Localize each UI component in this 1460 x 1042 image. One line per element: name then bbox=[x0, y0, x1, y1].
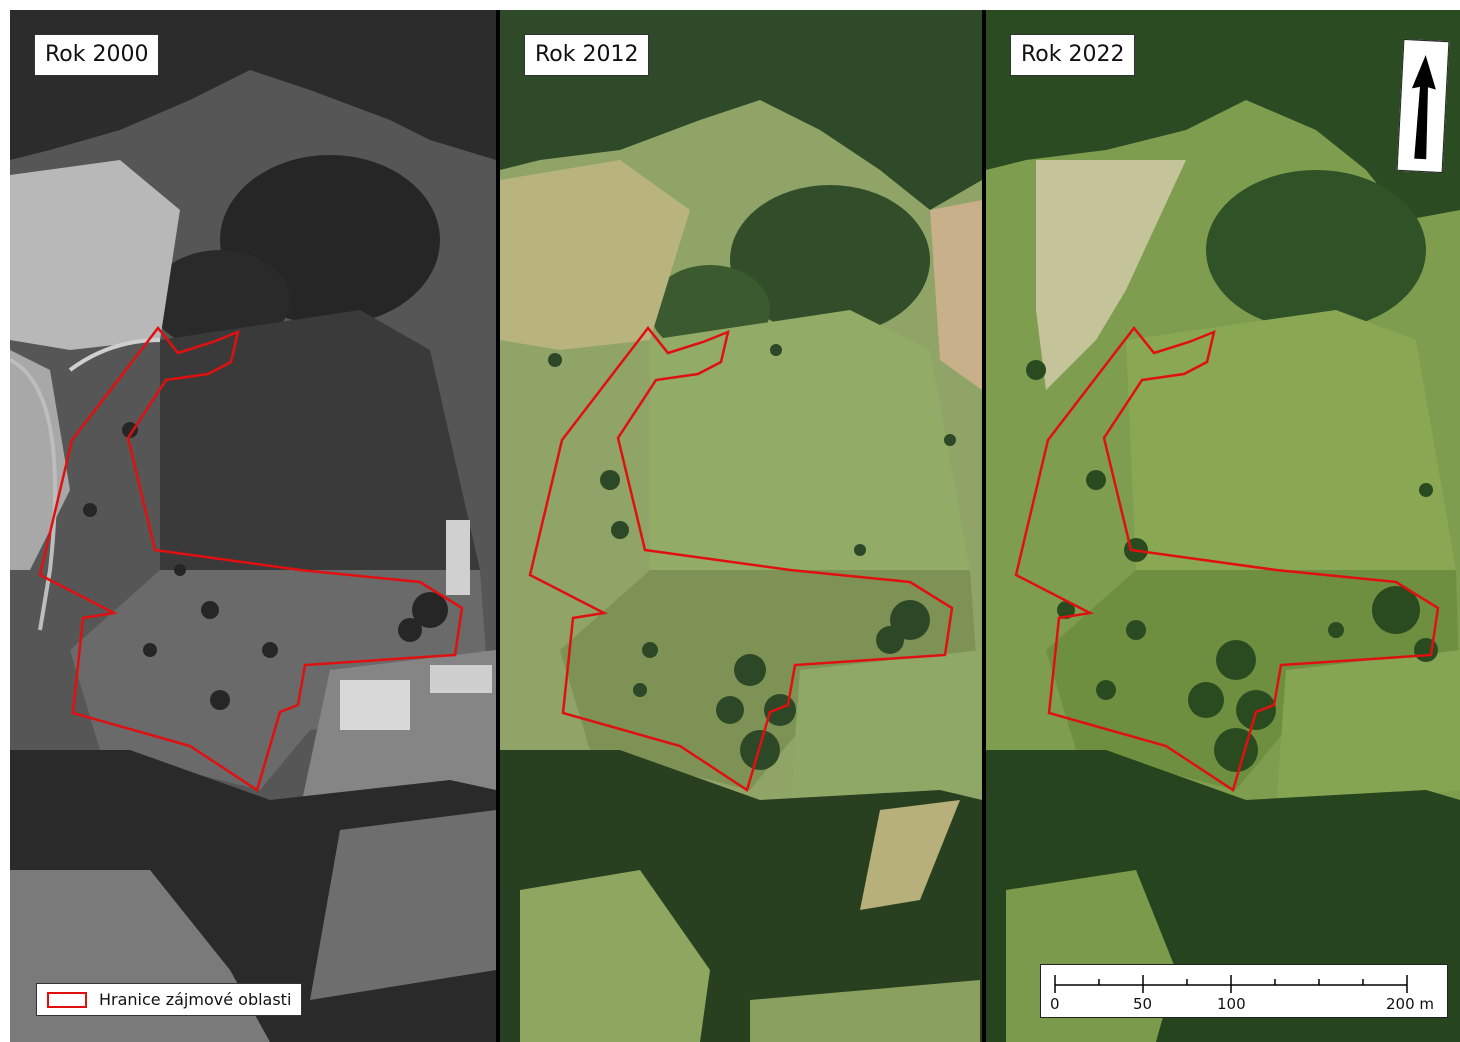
legend-label: Hranice zájmové oblasti bbox=[99, 990, 292, 1009]
year-label-2000: Rok 2000 bbox=[34, 34, 160, 76]
map-frame: Rok 2000 Hranice zájmové oblasti bbox=[10, 10, 1460, 1042]
scale-label-100: 100 bbox=[1217, 995, 1246, 1013]
panel-2022: Rok 2022 0 bbox=[986, 10, 1460, 1042]
north-arrow-icon bbox=[1396, 38, 1450, 174]
scale-label-200: 200 m bbox=[1386, 995, 1435, 1013]
scale-bar: 0 50 100 200 m bbox=[1040, 964, 1448, 1018]
scale-label-0: 0 bbox=[1050, 995, 1060, 1013]
panel-2012: Rok 2012 bbox=[500, 10, 982, 1042]
legend: Hranice zájmové oblasti bbox=[36, 983, 303, 1016]
year-label-2022: Rok 2022 bbox=[1010, 34, 1136, 76]
scale-label-50: 50 bbox=[1133, 995, 1153, 1013]
boundary-swatch-icon bbox=[47, 991, 87, 1008]
aerial-image-2022 bbox=[986, 10, 1460, 1042]
boundary-polygon-2000 bbox=[38, 325, 464, 792]
aerial-image-2000 bbox=[10, 10, 496, 1042]
year-label-2012: Rok 2012 bbox=[524, 34, 650, 76]
aerial-image-2012 bbox=[500, 10, 982, 1042]
boundary-polygon-2022 bbox=[1014, 325, 1440, 792]
panel-2000: Rok 2000 Hranice zájmové oblasti bbox=[10, 10, 496, 1042]
boundary-polygon-2012 bbox=[528, 325, 954, 792]
